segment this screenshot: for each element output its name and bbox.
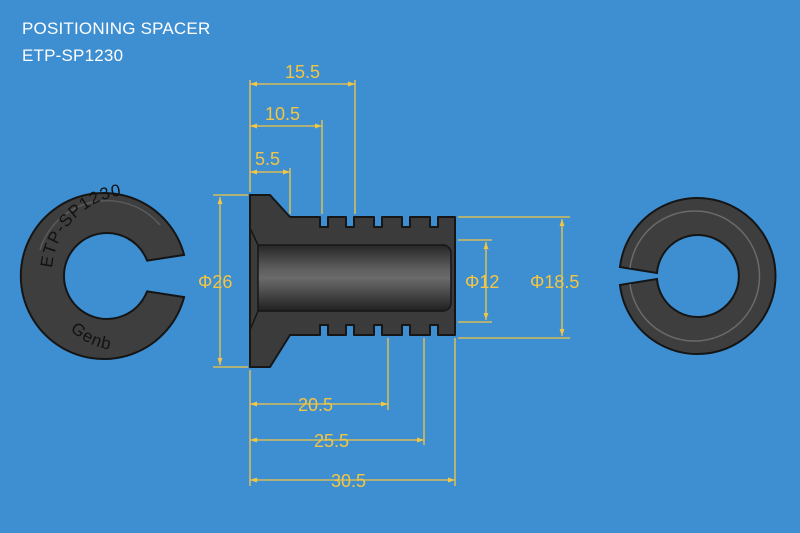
dimension-annotations [213, 80, 570, 486]
title-model-number: ETP-SP1230 [22, 46, 124, 65]
dim-label-30-5: 30.5 [331, 471, 366, 491]
dim-label-10-5: 10.5 [265, 104, 300, 124]
dim-label-flange-diameter: Φ26 [198, 272, 232, 292]
dim-label-5-5: 5.5 [255, 149, 280, 169]
dim-label-20-5: 20.5 [298, 395, 333, 415]
right-ring-body [618, 197, 777, 355]
spacer-bore [257, 244, 452, 312]
chamfer-line-bottom [249, 310, 259, 331]
dim-label-15-5: 15.5 [285, 62, 320, 82]
chamfer-line-top [249, 227, 259, 246]
left-ring-body [19, 192, 186, 360]
spacer-side-view [249, 194, 456, 368]
dim-label-bore-diameter: Φ12 [465, 272, 499, 292]
title-product-name: POSITIONING SPACER [22, 19, 211, 38]
right-ring-inner-groove [629, 210, 761, 342]
left-ring-highlight [39, 199, 161, 251]
right-spacer-ring [618, 197, 777, 355]
left-spacer-ring: ETP-SP1230 Genb [19, 180, 186, 360]
dim-label-outer-diameter: Φ18.5 [530, 272, 579, 292]
dim-label-25-5: 25.5 [314, 431, 349, 451]
